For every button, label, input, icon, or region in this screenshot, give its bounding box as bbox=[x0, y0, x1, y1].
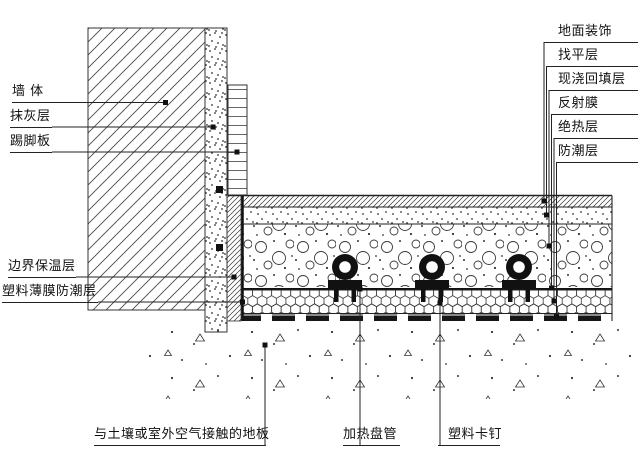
leader-dot bbox=[541, 198, 547, 204]
label-thermal-insulation: 绝热层 bbox=[554, 120, 638, 139]
plaster-strip bbox=[204, 27, 228, 333]
pipe-clip-prong bbox=[421, 288, 426, 302]
leader-dot bbox=[210, 124, 216, 130]
bottom-leader-lines bbox=[264, 288, 441, 445]
label-plastic-clip: 塑料卡钉 bbox=[438, 427, 502, 446]
label-reflective-film: 反射膜 bbox=[551, 96, 638, 115]
bottom-leader-dots bbox=[262, 286, 443, 348]
layer-boundary-lines bbox=[228, 194, 613, 321]
leader-dot bbox=[163, 100, 168, 105]
right-leader-lines bbox=[543, 42, 557, 317]
leader-dot bbox=[554, 314, 559, 320]
wall-anchor-dot bbox=[216, 244, 223, 251]
label-boundary-insulation: 边界保温层 bbox=[8, 259, 76, 278]
label-floor-finish: 地面装饰 bbox=[544, 24, 638, 43]
left-leader-lines bbox=[52, 102, 244, 303]
pipe-clip-prong bbox=[438, 288, 443, 302]
wall-section-hatch bbox=[87, 27, 206, 311]
left-leader-dots bbox=[163, 100, 245, 305]
label-heating-coil: 加热盘管 bbox=[343, 427, 400, 446]
pipe-clip-prong bbox=[351, 288, 356, 302]
leader-dot bbox=[262, 342, 268, 348]
label-skirting-board: 踢脚板 bbox=[10, 134, 52, 153]
heating-pipe-1 bbox=[328, 254, 362, 302]
leader-dot bbox=[231, 274, 237, 280]
label-plaster-layer: 抹灰层 bbox=[10, 109, 52, 128]
pipe-bore bbox=[339, 261, 351, 273]
leader-dot bbox=[546, 243, 552, 249]
right-leader-dots bbox=[541, 198, 559, 320]
label-plastic-film: 塑料薄膜防潮层 bbox=[2, 284, 98, 303]
soil-stipple-area bbox=[148, 327, 632, 399]
pipe-base bbox=[415, 280, 449, 288]
moisture-barrier-dashes bbox=[243, 314, 612, 321]
pipe-bore bbox=[426, 261, 438, 273]
leader-dot bbox=[549, 285, 554, 291]
pipe-base bbox=[328, 280, 362, 288]
leader-dot bbox=[437, 300, 443, 306]
pipe-clip-prong bbox=[508, 288, 513, 302]
wall-anchor-dot bbox=[216, 186, 223, 193]
label-moisture-barrier: 防潮层 bbox=[556, 144, 638, 163]
leader-dot bbox=[234, 149, 240, 155]
leveling-layer bbox=[243, 207, 612, 224]
leader-dot bbox=[551, 298, 557, 304]
label-floor-contact-soil: 与土壤或室外空气接触的地板 bbox=[94, 427, 269, 446]
heating-pipe-2 bbox=[415, 254, 449, 302]
skirting-board-graphic bbox=[227, 84, 248, 196]
label-leveling-layer: 找平层 bbox=[546, 48, 638, 67]
leader-dot bbox=[240, 299, 245, 305]
heating-pipes bbox=[328, 254, 536, 302]
label-cast-backfill: 现浇回填层 bbox=[549, 72, 638, 91]
pipe-clip-prong bbox=[525, 288, 530, 302]
label-wall: 墙 体 bbox=[12, 84, 52, 103]
floor-finish-layer bbox=[243, 196, 612, 207]
pipe-base bbox=[502, 280, 536, 288]
pipe-bore bbox=[513, 261, 525, 273]
leader-dot bbox=[357, 286, 363, 292]
leader-dot bbox=[544, 212, 549, 218]
pipe-clip-prong bbox=[334, 288, 339, 302]
heating-pipe-3 bbox=[502, 254, 536, 302]
